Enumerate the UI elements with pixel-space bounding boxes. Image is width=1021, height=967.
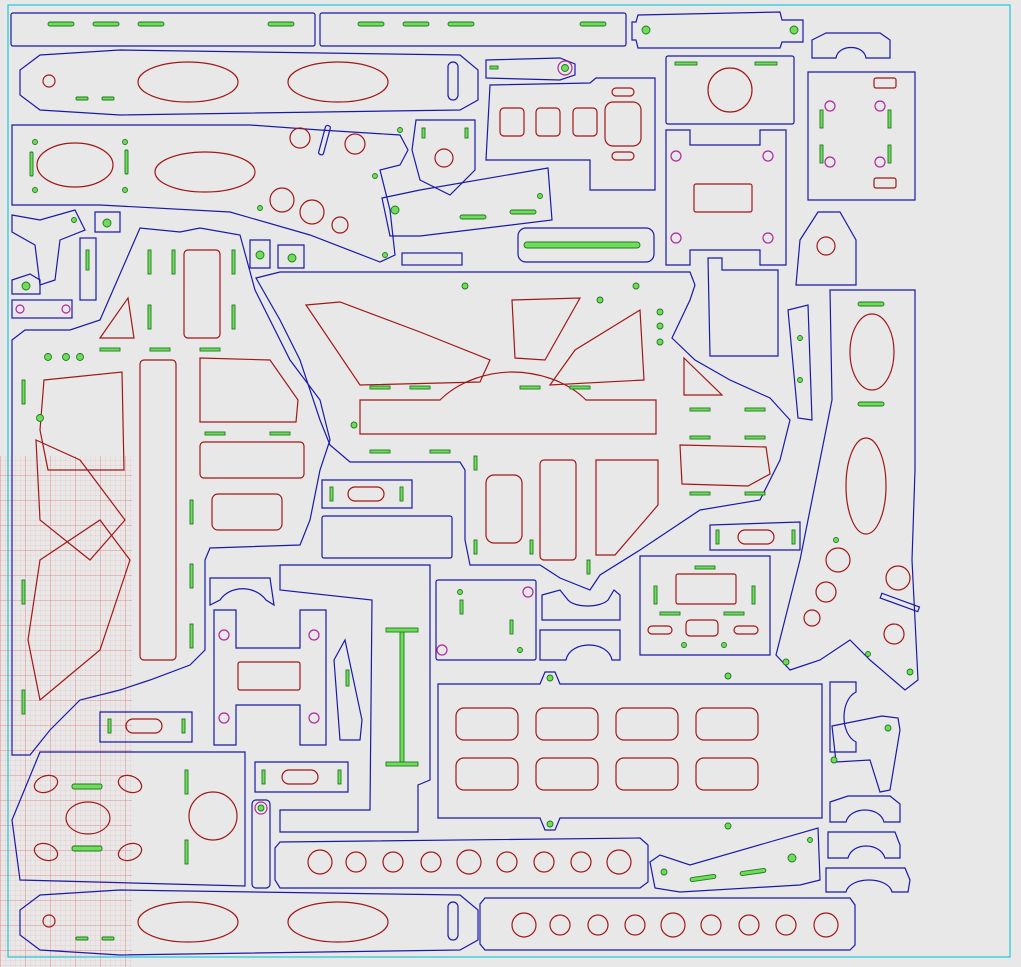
part-servo-mount[interactable] xyxy=(213,609,327,746)
part-lower-left-plate[interactable] xyxy=(11,751,246,887)
part-slot-bar-left[interactable] xyxy=(99,711,193,743)
part-round-hole-plate[interactable] xyxy=(665,55,795,125)
part-holed-strip-center[interactable] xyxy=(274,837,649,889)
part-tab-arch-small[interactable] xyxy=(94,211,121,233)
part-top-tab[interactable] xyxy=(631,11,804,49)
part-bracket-top-right[interactable] xyxy=(811,32,891,59)
part-tiny-bar[interactable] xyxy=(401,252,463,266)
part-curved-arm[interactable] xyxy=(830,715,901,793)
part-control-plate[interactable] xyxy=(639,555,771,656)
part-central-frame[interactable] xyxy=(255,271,791,591)
part-side-plate-left[interactable] xyxy=(11,124,409,263)
part-spike-small[interactable] xyxy=(333,638,363,741)
part-tall-frame-center[interactable] xyxy=(279,564,431,833)
part-motor-mount-tall[interactable] xyxy=(665,129,787,266)
part-tab-arch-left[interactable] xyxy=(11,273,41,295)
part-tab-rect-small[interactable] xyxy=(709,521,801,551)
part-c-bracket[interactable] xyxy=(829,681,857,753)
part-square-hex-plate[interactable] xyxy=(435,579,537,661)
part-battery-plate[interactable] xyxy=(437,671,823,831)
part-arch-c[interactable] xyxy=(829,795,901,823)
part-arm-plate-upper[interactable] xyxy=(19,49,479,116)
part-holed-strip-bottom[interactable] xyxy=(479,897,856,951)
part-slot-bar[interactable] xyxy=(321,479,413,509)
part-horn-bracket[interactable] xyxy=(11,209,86,286)
part-top-strip-right[interactable] xyxy=(319,12,627,47)
part-top-strip-left[interactable] xyxy=(10,12,316,47)
part-rail-top[interactable] xyxy=(485,57,576,81)
part-lever[interactable] xyxy=(381,167,553,237)
part-tall-right[interactable] xyxy=(707,257,779,357)
part-bridge-bracket[interactable] xyxy=(209,577,275,607)
part-tower-bracket[interactable] xyxy=(795,211,857,286)
part-arch-bracket-b[interactable] xyxy=(539,629,621,661)
part-plain-rect[interactable] xyxy=(321,515,453,559)
part-long-arm-right[interactable] xyxy=(775,289,921,691)
part-arm-plate-lower[interactable] xyxy=(19,889,479,956)
part-column-small[interactable] xyxy=(79,237,97,301)
part-main-frame-left[interactable] xyxy=(11,227,331,756)
part-spike[interactable] xyxy=(787,304,813,421)
part-arch-bracket-a[interactable] xyxy=(541,589,621,621)
part-link-small[interactable] xyxy=(11,299,73,319)
part-angled-lever[interactable] xyxy=(649,827,821,893)
part-slot-small[interactable] xyxy=(254,761,349,793)
part-vertical-rod[interactable] xyxy=(251,799,271,889)
part-window-panel[interactable] xyxy=(485,77,656,191)
part-arch-e[interactable] xyxy=(825,867,911,893)
part-hex-plate[interactable] xyxy=(807,71,916,201)
part-arch-d[interactable] xyxy=(827,831,901,859)
part-bar-long[interactable] xyxy=(517,227,655,263)
part-tabs-mid[interactable] xyxy=(249,239,305,269)
part-clip-small[interactable] xyxy=(411,119,476,196)
material-sheet xyxy=(7,4,1011,958)
